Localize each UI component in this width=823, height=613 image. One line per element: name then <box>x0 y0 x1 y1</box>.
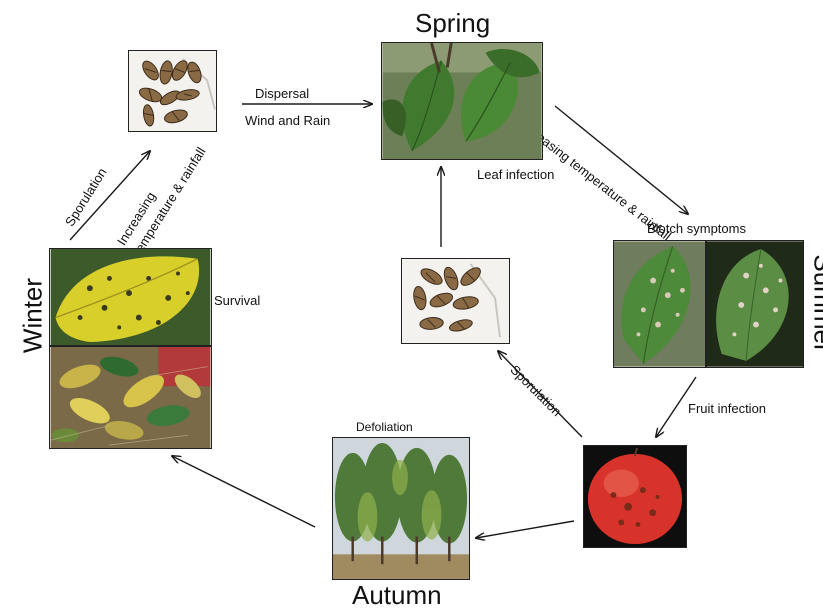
season-winter-title: Winter <box>18 271 49 361</box>
label-blotch-symptoms: Blotch symptoms <box>647 221 746 236</box>
season-summer-title: Summer <box>808 249 823 359</box>
label-defoliation: Defoliation <box>356 420 413 434</box>
label-wind-rain: Wind and Rain <box>245 113 330 128</box>
leaf-litter-image <box>49 346 212 449</box>
blotched-leaf-icon <box>614 241 705 367</box>
leaf-icon <box>382 43 542 159</box>
yellow-leaf-icon <box>50 249 211 345</box>
spore-cluster-icon <box>402 259 509 343</box>
spore-cluster-icon <box>129 51 216 131</box>
label-sporulation-right: Sporulation <box>507 362 564 419</box>
label-leaf-infection: Leaf infection <box>477 167 554 182</box>
label-dispersal: Dispersal <box>255 86 309 101</box>
arrow-to-winter <box>172 456 315 527</box>
season-autumn-title: Autumn <box>352 580 442 611</box>
spores-center-image <box>401 258 510 344</box>
winter-leaf-image <box>49 248 212 346</box>
infected-fruit-image <box>583 445 687 548</box>
label-fruit-infection: Fruit infection <box>688 401 766 416</box>
leaf-litter-icon <box>50 347 211 448</box>
blotch-leaf-image-1 <box>613 240 706 368</box>
season-spring-title: Spring <box>415 8 490 39</box>
blotched-leaf-dark-icon <box>707 241 803 367</box>
arrow-to-autumn <box>476 521 574 538</box>
blotch-leaf-image-2 <box>706 240 804 368</box>
orchard-image <box>332 437 470 580</box>
orchard-icon <box>333 438 469 579</box>
spring-leaf-image <box>381 42 543 160</box>
spores-top-image <box>128 50 217 132</box>
label-survival: Survival <box>214 293 260 308</box>
apple-icon <box>584 446 686 547</box>
label-sporulation-left: Sporulation <box>62 165 110 229</box>
